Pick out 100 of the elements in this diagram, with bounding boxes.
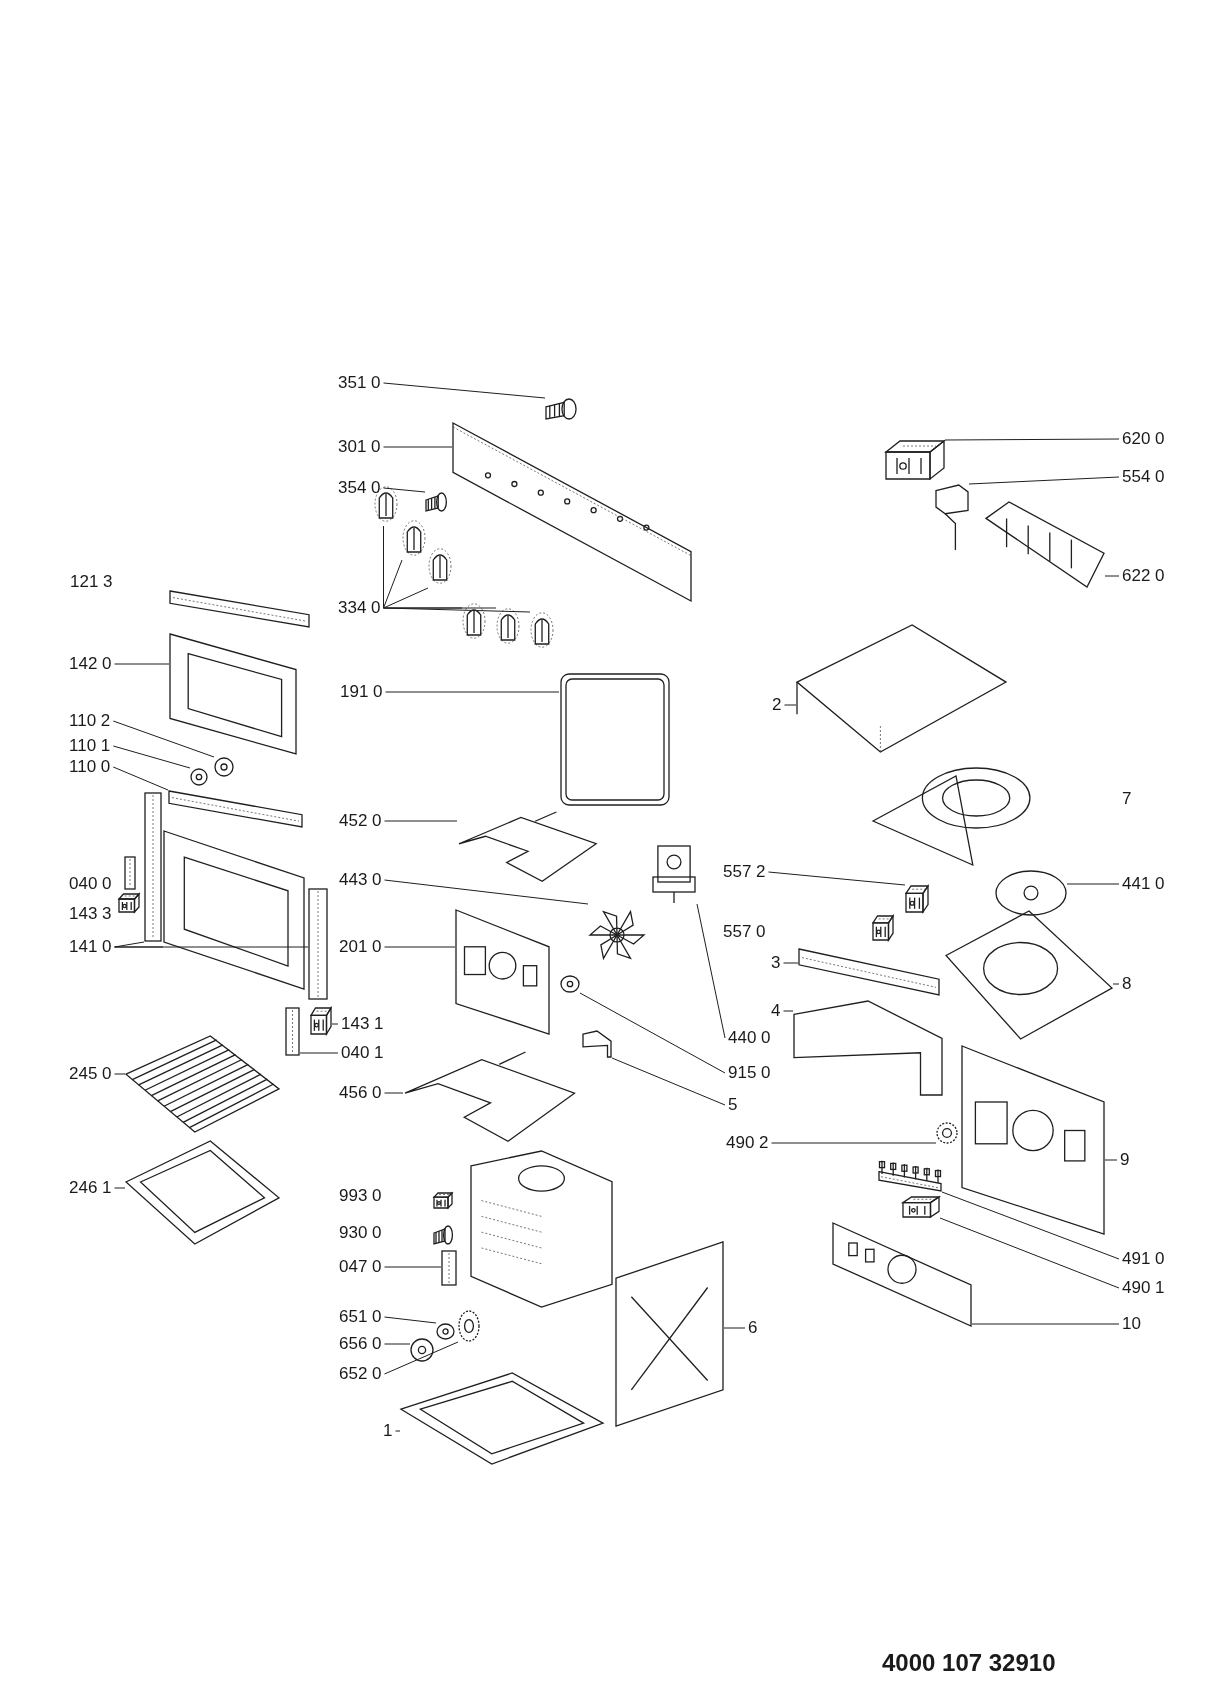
- bottom-plate-drawing: [400, 1372, 604, 1465]
- leader-line: [383, 559, 403, 609]
- motor-drawing: [651, 844, 697, 904]
- door-trim-drawing: [168, 790, 303, 828]
- back-panel-drawing: [961, 1045, 1105, 1235]
- cover-drawing: [796, 624, 1007, 753]
- leader-line: [611, 1057, 726, 1106]
- door-rail-drawing: [308, 888, 328, 1000]
- leader-line: [385, 691, 560, 693]
- terminal-block-drawing: [878, 1158, 942, 1192]
- thermostat-drawing: [935, 484, 969, 550]
- callout-number: 5: [728, 1094, 738, 1116]
- callout-number: 456 0: [339, 1082, 382, 1104]
- leader-line: [112, 745, 191, 769]
- callout-number: 557 2: [723, 861, 766, 883]
- callout-number: 440 0: [728, 1027, 771, 1049]
- callout-number: 301 0: [338, 436, 381, 458]
- leader-line: [1104, 1159, 1118, 1161]
- callout-number: 040 1: [341, 1042, 384, 1064]
- hinge-bracket-drawing: [310, 1007, 332, 1035]
- callout-number: 554 0: [1122, 466, 1165, 488]
- leader-line: [384, 1316, 437, 1324]
- sleeve-drawing: [560, 975, 580, 993]
- callout-number: 993 0: [339, 1185, 382, 1207]
- callout-number: 143 1: [341, 1013, 384, 1035]
- callout-number: 652 0: [339, 1363, 382, 1385]
- callout-number: 443 0: [339, 869, 382, 891]
- door-glass-drawing: [169, 633, 297, 755]
- control-board-drawing: [832, 1222, 972, 1327]
- callout-number: 047 0: [339, 1256, 382, 1278]
- leader-line: [383, 446, 453, 448]
- callout-number: 915 0: [728, 1062, 771, 1084]
- leader-line: [941, 1191, 1120, 1260]
- callout-number: 490 2: [726, 1132, 769, 1154]
- callout-number: 651 0: [339, 1306, 382, 1328]
- callout-number: 7: [1122, 788, 1132, 810]
- leader-line: [968, 476, 1120, 485]
- callout-number: 622 0: [1122, 565, 1165, 587]
- connector-drawing: [902, 1196, 940, 1218]
- bracket-drawing: [582, 1030, 612, 1058]
- leader-line: [383, 587, 429, 609]
- callout-number: 2: [772, 694, 782, 716]
- callout-number: 8: [1122, 973, 1132, 995]
- oven-rack-drawing: [125, 1035, 280, 1133]
- callout-number: 3: [771, 952, 781, 974]
- switch-bank-drawing: [985, 501, 1105, 588]
- callout-number: 246 1: [69, 1177, 112, 1199]
- side-panel-drawing: [615, 1241, 724, 1427]
- leader-line: [114, 1187, 126, 1189]
- leader-line: [768, 871, 906, 886]
- gear-drawing: [458, 1310, 480, 1342]
- leader-line: [395, 1430, 401, 1432]
- plate-drawing: [945, 910, 1113, 1040]
- leader-line: [114, 663, 170, 665]
- leader-line: [1104, 575, 1120, 577]
- callout-number: 656 0: [339, 1333, 382, 1355]
- callout-number: 354 0: [338, 477, 381, 499]
- hinge-drawing: [285, 1007, 300, 1056]
- leader-line: [383, 487, 426, 493]
- switch-drawing: [905, 885, 929, 913]
- leader-line: [112, 766, 169, 791]
- callout-number: 557 0: [723, 921, 766, 943]
- leader-line: [384, 879, 589, 905]
- callout-number: 491 0: [1122, 1248, 1165, 1270]
- callout-number: 142 0: [69, 653, 112, 675]
- washer-drawing: [190, 768, 208, 786]
- door-glass-drawing: [163, 830, 305, 990]
- callout-number: 9: [1120, 1149, 1130, 1171]
- leader-line: [971, 1323, 1120, 1325]
- leader-line: [771, 1142, 937, 1144]
- callout-number: 191 0: [340, 681, 383, 703]
- leader-line: [944, 438, 1120, 441]
- leader-line: [384, 946, 456, 948]
- leader-line: [114, 1073, 126, 1075]
- callout-number: 141 0: [69, 936, 112, 958]
- callout-number: 334 0: [338, 597, 381, 619]
- callout-number: 143 3: [69, 903, 112, 925]
- callout-number: 110 2: [69, 710, 111, 732]
- callout-number: 6: [748, 1317, 758, 1339]
- callout-number: 110 1: [69, 735, 111, 757]
- leader-line: [384, 1266, 442, 1268]
- door-rail-drawing: [144, 792, 162, 942]
- leader-line: [784, 704, 797, 706]
- fan-motor-drawing: [995, 870, 1067, 916]
- back-panel-drawing: [455, 909, 550, 1035]
- leader-line: [783, 962, 799, 964]
- washer-drawing: [214, 757, 234, 777]
- callout-number: 201 0: [339, 936, 382, 958]
- callout-number: 110 0: [69, 756, 111, 778]
- switch-drawing: [885, 440, 945, 480]
- leader-line: [1066, 883, 1120, 885]
- callout-number: 351 0: [338, 372, 381, 394]
- callout-number: 441 0: [1122, 873, 1165, 895]
- leader-line: [384, 820, 458, 822]
- leader-line: [383, 382, 546, 399]
- callout-number: 245 0: [69, 1063, 112, 1085]
- leader-line: [579, 992, 726, 1074]
- channel-drawing: [798, 948, 940, 996]
- knob-drawing: [425, 492, 447, 512]
- baking-tray-drawing: [125, 1140, 280, 1245]
